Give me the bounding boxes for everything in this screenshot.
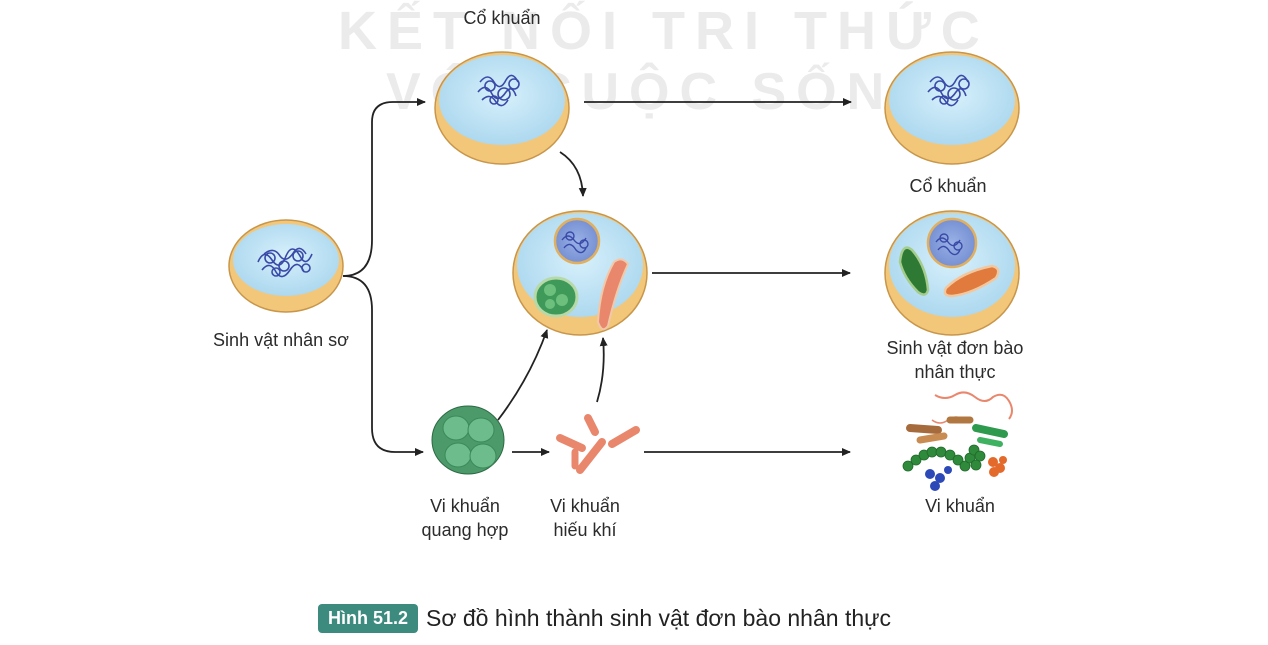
bacteria-group <box>902 391 1013 491</box>
label-eukaryote-line-1: Sinh vật đơn bào <box>886 338 1024 358</box>
cell-prokaryote <box>228 219 344 313</box>
label-prokaryote: Sinh vật nhân sơ <box>213 330 349 350</box>
caption-text: Sơ đồ hình thành sinh vật đơn bào nhân t… <box>426 604 892 631</box>
cell-archaea-top <box>434 51 570 165</box>
label-photosynthetic-bacteria-line-2: quang hợp <box>421 520 509 540</box>
label-aerobic-bacteria-line-1: Vi khuẩn <box>550 496 620 516</box>
cell-hybrid <box>512 210 648 336</box>
label-photosynthetic-bacteria-line-1: Vi khuẩn <box>430 496 500 516</box>
dna-tangle <box>257 247 313 278</box>
chloroplast <box>898 246 930 296</box>
figure-caption: Hình 51.2 Sơ đồ hình thành sinh vật đơn … <box>318 602 891 634</box>
label-aerobic-bacteria-line-2: hiếu khí <box>553 520 617 540</box>
arrow-aerobic-bacteria-up <box>596 337 608 403</box>
label-archaea-right: Cổ khuẩn <box>909 176 987 196</box>
arrow-prokaryote-to-photo-bacteria <box>342 275 424 456</box>
mitochondrion <box>943 264 1000 298</box>
aerobic-bacteria <box>556 414 640 474</box>
nucleus <box>926 217 978 269</box>
nucleus <box>553 217 601 265</box>
arrow-archaea-to-hybrid-cell <box>559 151 587 197</box>
watermark-line-1: KẾT NỐI TRI THỨC <box>338 1 990 61</box>
photosynthetic-bacteria <box>431 405 505 475</box>
chloroplast <box>533 276 579 318</box>
cell-eukaryote <box>884 210 1020 336</box>
label-eukaryote-line-2: nhân thực <box>914 362 996 382</box>
arrows <box>342 98 852 456</box>
cell-archaea-right <box>884 51 1020 165</box>
dna-tangle <box>927 74 970 107</box>
label-archaea-top: Cổ khuẩn <box>463 8 541 28</box>
caption-badge: Hình 51.2 <box>318 603 419 633</box>
arrow-photo-bacteria-up <box>497 329 549 421</box>
dna-tangle <box>477 74 520 107</box>
arrow-prokaryote-to-archaea <box>342 98 426 277</box>
label-bacteria: Vi khuẩn <box>925 496 995 516</box>
mitochondrion <box>596 258 630 331</box>
